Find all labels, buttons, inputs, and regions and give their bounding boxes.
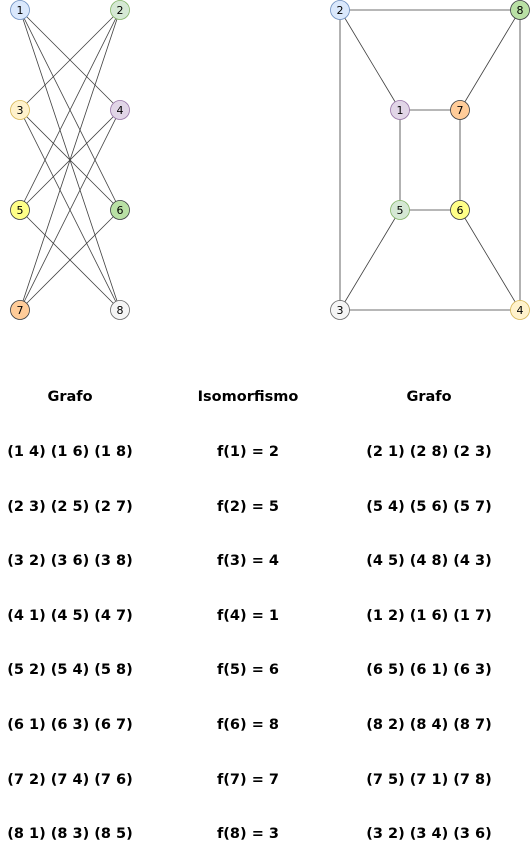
node-circle [390, 100, 410, 120]
node-2: 2 [330, 0, 350, 20]
node-label: 5 [397, 204, 404, 217]
right-edge-line: (8 2) (8 4) (8 7) [366, 717, 492, 734]
isomorphism-list: Isomorfismo f(1) = 2 f(2) = 5 f(3) = 4 f… [178, 352, 318, 862]
node-4: 4 [110, 100, 130, 120]
edge-2-3 [19, 9, 121, 111]
mapping-line: f(7) = 7 [217, 771, 279, 788]
left-edge-line: (5 2) (5 4) (5 8) [7, 662, 133, 679]
node-label: 2 [337, 4, 344, 17]
node-label: 2 [117, 4, 124, 17]
right-graph: 2 8 1 7 5 6 3 4 [330, 0, 530, 320]
edge-8-7 [459, 9, 521, 111]
mapping-line: f(2) = 5 [217, 498, 279, 515]
left-graph: 1 2 3 4 5 6 7 8 [10, 0, 130, 320]
node-7: 7 [450, 100, 470, 120]
node-label: 1 [17, 4, 24, 17]
right-edge-line: (1 2) (1 6) (1 7) [366, 607, 492, 624]
node-label: 8 [517, 4, 524, 17]
node-label: 3 [17, 104, 24, 117]
left-edge-line: (8 1) (8 3) (8 5) [7, 826, 133, 843]
right-edge-line: (5 4) (5 6) (5 7) [366, 498, 492, 515]
right-edge-line: (3 2) (3 4) (3 6) [366, 826, 492, 843]
node-2: 2 [110, 0, 130, 20]
mapping-line: f(5) = 6 [217, 662, 279, 679]
left-edge-line: (2 3) (2 5) (2 7) [7, 498, 133, 515]
node-circle [510, 300, 530, 320]
node-circle [10, 200, 30, 220]
node-label: 4 [517, 304, 524, 317]
left-edge-list: Grafo (1 4) (1 6) (1 8) (2 3) (2 5) (2 7… [0, 352, 140, 862]
mapping-line: f(4) = 1 [217, 607, 279, 624]
node-6: 6 [450, 200, 470, 220]
node-label: 8 [117, 304, 124, 317]
node-8: 8 [510, 0, 530, 20]
mapping-line: f(1) = 2 [217, 444, 279, 461]
node-label: 3 [337, 304, 344, 317]
right-edge-list-title: Grafo [406, 389, 452, 406]
node-circle [10, 100, 30, 120]
node-circle [510, 0, 530, 20]
left-edge-line: (7 2) (7 4) (7 6) [7, 771, 133, 788]
node-label: 5 [17, 204, 24, 217]
node-label: 7 [457, 104, 464, 117]
edge-4-5 [19, 109, 121, 211]
edge-2-1 [339, 9, 401, 111]
node-7: 7 [10, 300, 30, 320]
isomorphism-title: Isomorfismo [197, 389, 299, 406]
node-circle [110, 300, 130, 320]
node-circle [110, 0, 130, 20]
node-label: 4 [117, 104, 124, 117]
mapping-line: f(3) = 4 [217, 553, 279, 570]
node-circle [10, 0, 30, 20]
node-1: 1 [10, 0, 30, 20]
node-5: 5 [10, 200, 30, 220]
node-4: 4 [510, 300, 530, 320]
node-label: 1 [397, 104, 404, 117]
right-edge-line: (4 5) (4 8) (4 3) [366, 553, 492, 570]
node-1: 1 [390, 100, 410, 120]
node-circle [330, 0, 350, 20]
node-circle [110, 100, 130, 120]
node-5: 5 [390, 200, 410, 220]
edge-2-5 [19, 9, 121, 211]
right-edge-list: Grafo (2 1) (2 8) (2 3) (5 4) (5 6) (5 7… [359, 352, 499, 862]
left-edge-line: (1 4) (1 6) (1 8) [7, 444, 133, 461]
node-6: 6 [110, 200, 130, 220]
node-circle [450, 200, 470, 220]
node-circle [110, 200, 130, 220]
right-edge-line: (7 5) (7 1) (7 8) [366, 771, 492, 788]
node-circle [450, 100, 470, 120]
mapping-line: f(8) = 3 [217, 826, 279, 843]
node-label: 6 [457, 204, 464, 217]
edge-6-7 [19, 209, 121, 311]
node-label: 7 [17, 304, 24, 317]
mapping-line: f(6) = 8 [217, 717, 279, 734]
node-circle [10, 300, 30, 320]
right-edge-line: (2 1) (2 8) (2 3) [366, 444, 492, 461]
node-8: 8 [110, 300, 130, 320]
left-edge-line: (6 1) (6 3) (6 7) [7, 717, 133, 734]
edge-4-7 [19, 109, 121, 311]
edge-6-4 [459, 209, 521, 311]
right-edge-line: (6 5) (6 1) (6 3) [366, 662, 492, 679]
node-circle [330, 300, 350, 320]
left-edge-line: (3 2) (3 6) (3 8) [7, 553, 133, 570]
graphs-canvas: 1 2 3 4 5 6 7 8 2 8 1 7 5 6 3 4 [10, 0, 530, 320]
left-edge-list-title: Grafo [47, 389, 93, 406]
left-edge-line: (4 1) (4 5) (4 7) [7, 607, 133, 624]
edge-5-3 [339, 209, 401, 311]
node-label: 6 [117, 204, 124, 217]
node-circle [390, 200, 410, 220]
node-3: 3 [330, 300, 350, 320]
node-3: 3 [10, 100, 30, 120]
